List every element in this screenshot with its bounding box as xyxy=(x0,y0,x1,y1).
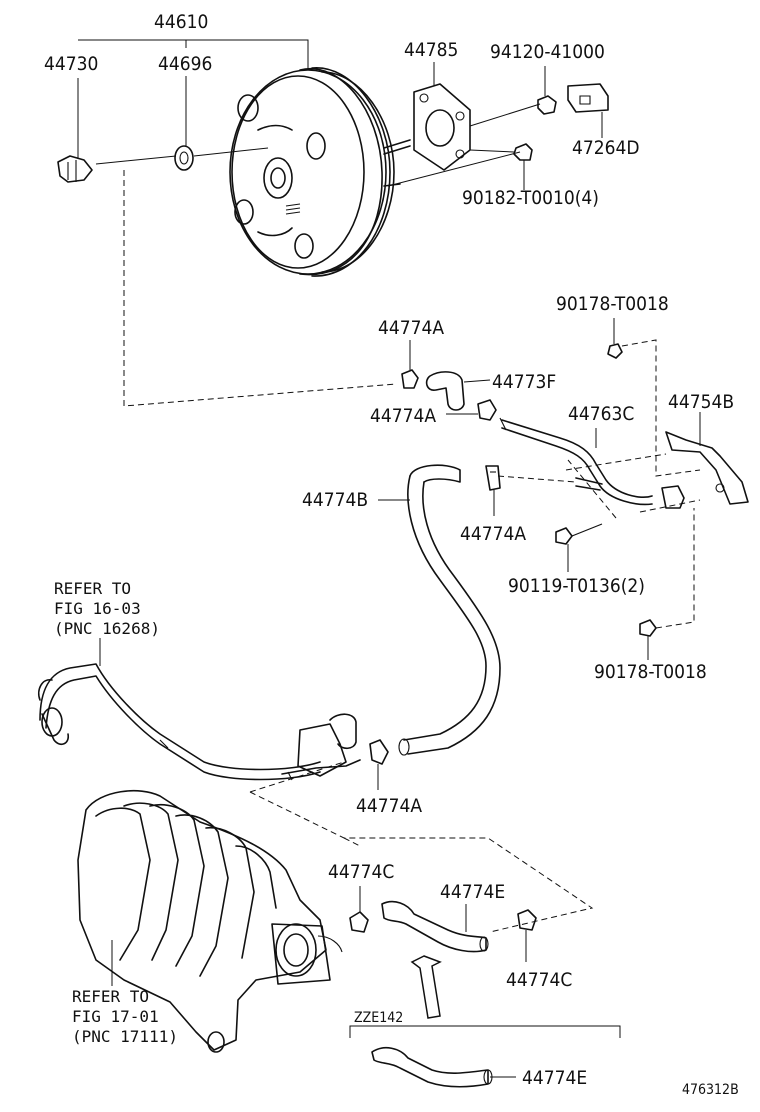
bolt-90178-upper[interactable] xyxy=(607,343,623,359)
label-90178-upper: 90178-T0018 xyxy=(556,293,669,315)
gasket-44785[interactable] xyxy=(413,83,471,171)
label-44774C-right: 44774C xyxy=(506,969,572,991)
hose-44773F[interactable] xyxy=(425,371,465,411)
clip-44774A-upper[interactable] xyxy=(401,369,419,389)
label-44785: 44785 xyxy=(404,39,458,61)
label-44774B: 44774B xyxy=(302,489,368,511)
ref2-line3: (PNC 17111) xyxy=(72,1027,178,1046)
nut-94120[interactable] xyxy=(537,95,557,115)
bracket-47264D[interactable] xyxy=(567,83,609,113)
hose-44774E-alt[interactable] xyxy=(371,1046,493,1088)
label-94120: 94120-41000 xyxy=(490,41,605,63)
label-44730: 44730 xyxy=(44,53,98,75)
label-90182: 90182-T0010(4) xyxy=(462,187,599,209)
ref2-line1: REFER TO xyxy=(72,987,149,1006)
label-44754B: 44754B xyxy=(668,391,734,413)
check-valve-44730[interactable] xyxy=(57,155,93,183)
label-44774E-alt: 44774E xyxy=(522,1067,587,1089)
arrow-up-icon xyxy=(410,955,442,1019)
hose-44774B[interactable] xyxy=(398,464,501,756)
ref1-line3: (PNC 16268) xyxy=(54,619,160,638)
ref1-line2: FIG 16-03 xyxy=(54,599,141,618)
label-44774C-left: 44774C xyxy=(328,861,394,883)
label-44774A-bottom: 44774A xyxy=(356,795,422,817)
ref2-line2: FIG 17-01 xyxy=(72,1007,159,1026)
clip-44774A-bottom[interactable] xyxy=(369,739,389,765)
label-47264D: 47264D xyxy=(572,137,640,159)
intake-manifold[interactable] xyxy=(77,790,343,1053)
bolt-90178-lower[interactable] xyxy=(639,619,657,637)
hose-44774E[interactable] xyxy=(381,900,489,953)
label-44696: 44696 xyxy=(158,53,212,75)
grommet-44696[interactable] xyxy=(174,145,194,171)
label-90119: 90119-T0136(2) xyxy=(508,575,645,597)
intake-pipe[interactable] xyxy=(37,663,361,781)
label-44774A-small: 44774A xyxy=(460,523,526,545)
clip-44774C-left[interactable] xyxy=(349,911,369,933)
label-44774A-upper: 44774A xyxy=(378,317,444,339)
label-44763C: 44763C xyxy=(568,403,634,425)
label-44773F: 44773F xyxy=(492,371,556,393)
bolt-90119[interactable] xyxy=(555,523,603,545)
label-90178-lower: 90178-T0018 xyxy=(594,661,707,683)
ref1-line1: REFER TO xyxy=(54,579,131,598)
label-variant: ZZE142 xyxy=(354,1010,403,1026)
figure-id: 476312B xyxy=(682,1082,739,1098)
nut-90182[interactable] xyxy=(513,143,533,161)
brake-booster[interactable] xyxy=(229,67,411,277)
clip-44774C-right[interactable] xyxy=(517,909,537,931)
bracket-44754B[interactable] xyxy=(661,431,749,509)
pipe-44763C[interactable] xyxy=(499,417,653,506)
clip-44774A-small[interactable] xyxy=(485,465,501,491)
label-44774A-mid: 44774A xyxy=(370,405,436,427)
clip-44774A-mid[interactable] xyxy=(477,399,497,421)
label-44774E: 44774E xyxy=(440,881,505,903)
label-44610: 44610 xyxy=(154,11,208,33)
